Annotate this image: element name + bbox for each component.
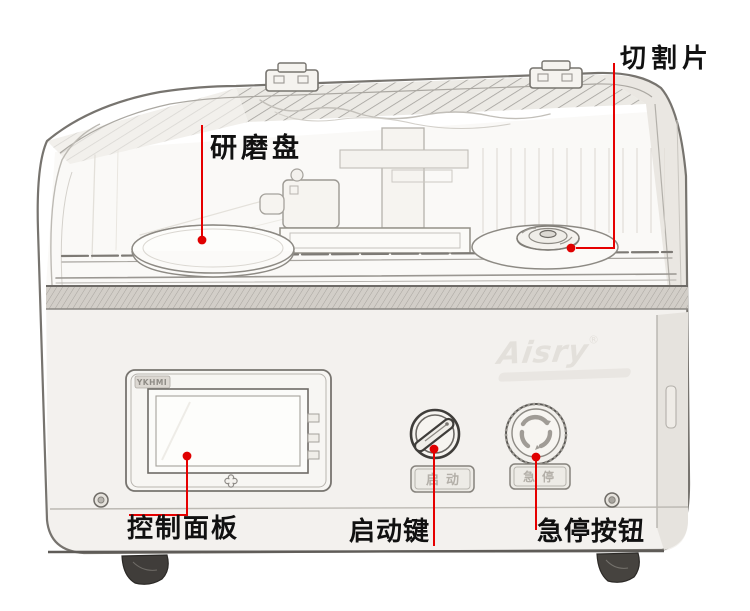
emergency-stop-button bbox=[504, 402, 568, 466]
label-grinding-disc: 研磨盘 bbox=[210, 133, 303, 164]
control-panel: YKHMI bbox=[125, 369, 332, 492]
callout-leaders bbox=[129, 63, 615, 546]
interior-mechanism bbox=[55, 99, 677, 284]
callout-line-grinding-disc bbox=[197, 125, 207, 245]
hmi-screen bbox=[147, 388, 309, 474]
label-emergency-stop: 急停按钮 bbox=[537, 517, 646, 547]
grinding-disc bbox=[131, 224, 295, 278]
screw-right bbox=[604, 492, 620, 508]
mid-frame-band bbox=[46, 285, 688, 310]
estop-plate: 急停 bbox=[509, 463, 571, 490]
label-control-panel: 控制面板 bbox=[127, 514, 240, 544]
callout-line-start-key bbox=[429, 444, 439, 546]
estop-plate-label: 急停 bbox=[523, 469, 561, 484]
screw-left bbox=[93, 492, 109, 508]
hmi-brand-label: YKHMI bbox=[136, 378, 167, 387]
start-plate-label: 启动 bbox=[426, 472, 466, 488]
callout-line-cutting-disc bbox=[566, 63, 615, 253]
start-plate: 启动 bbox=[410, 465, 475, 493]
cutting-disc bbox=[471, 224, 619, 270]
latch-left bbox=[265, 62, 319, 92]
label-start-key: 启动键 bbox=[349, 517, 431, 547]
machine-feet bbox=[121, 552, 640, 585]
lid-latches bbox=[265, 60, 583, 92]
latch-right bbox=[529, 60, 583, 89]
callout-line-emergency-stop bbox=[531, 452, 541, 530]
panel-clover-mark bbox=[224, 474, 238, 488]
callout-line-control-panel bbox=[129, 451, 192, 516]
label-cutting-disc: 切割片 bbox=[620, 44, 714, 74]
hmi-brand-tag: YKHMI bbox=[134, 375, 171, 389]
base-front bbox=[47, 312, 689, 554]
